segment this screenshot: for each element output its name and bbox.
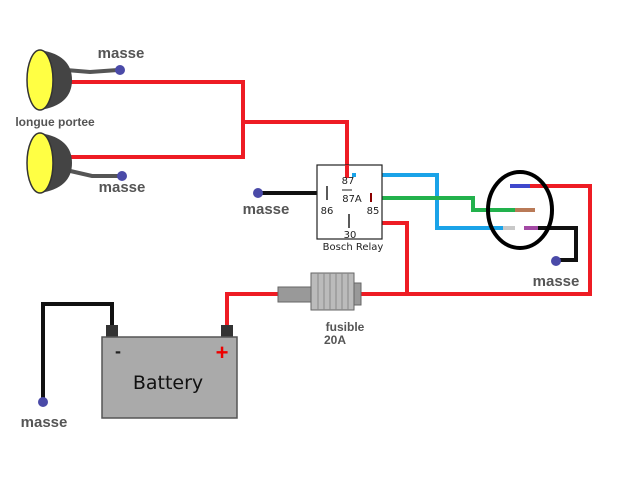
lamp-feed-wire (68, 80, 245, 159)
battery-body (101, 336, 238, 419)
ground-point-icon (117, 171, 127, 181)
switch-ground-wire (538, 226, 578, 262)
ground-point-icon (115, 65, 125, 75)
battery-minus: - (115, 341, 121, 361)
ground-wires (41, 191, 578, 400)
battery: - + Battery (101, 325, 238, 419)
switch (486, 170, 554, 250)
ground-point-icon (551, 256, 561, 266)
lamp-lens (26, 132, 54, 194)
lamp-bottom (26, 132, 72, 194)
fuse-rating: 20A (324, 333, 346, 347)
relay-name: Bosch Relay (323, 242, 384, 253)
masse-battery-label: masse (21, 414, 68, 431)
fuse (277, 272, 362, 311)
masse-switch-label: masse (533, 273, 580, 290)
switch-power-wire (360, 184, 592, 296)
masse-lamp-top-label: masse (98, 45, 145, 62)
blue-wire (353, 173, 503, 230)
lamps-label: longue portee (15, 115, 95, 129)
pin-86-label: 86 (321, 206, 334, 217)
ground-point-icon (38, 397, 48, 407)
switch-body (486, 170, 554, 250)
masse-lamp-bottom-label: masse (99, 179, 146, 196)
green-wire (372, 196, 515, 212)
battery-ground-wire (41, 302, 114, 400)
pin-85-label: 85 (367, 206, 380, 217)
lamp-ground-wires (65, 68, 120, 178)
ground-point-icon (253, 188, 263, 198)
battery-label: Battery (133, 372, 203, 394)
fuse-label: fusible (326, 320, 365, 334)
pin-87-label: 87 (342, 176, 355, 187)
lamp-top-ground-wire (65, 68, 119, 75)
battery-plus: + (216, 340, 229, 365)
lamp-bottom-ground-wire (65, 168, 120, 178)
lamp-top (26, 49, 72, 111)
battery-positive-wire (225, 292, 278, 330)
positive-terminal (221, 325, 233, 337)
negative-terminal (106, 325, 118, 337)
lamp-lens (26, 49, 54, 111)
relay-87-wire (243, 120, 349, 178)
masse-relay-label: masse (243, 201, 290, 218)
ground-points (38, 65, 561, 407)
pin-30-label: 30 (344, 230, 357, 241)
fuse-body (277, 286, 312, 303)
pin-87a-label: 87A (342, 194, 362, 205)
relay: 87 87A 86 85 30 Bosch Relay (316, 164, 384, 253)
